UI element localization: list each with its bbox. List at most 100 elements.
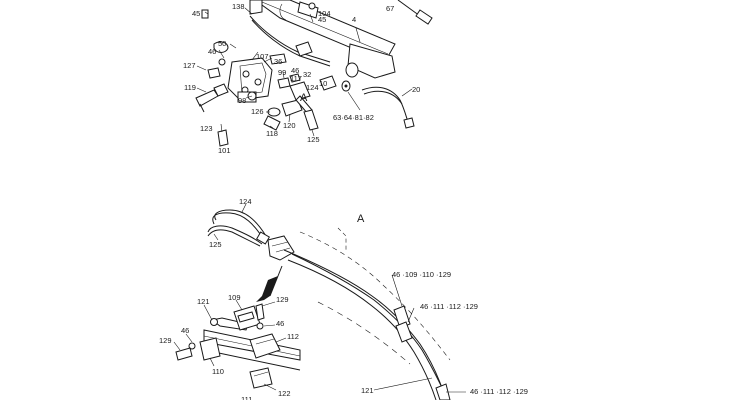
bolt-129-right: [255, 303, 265, 321]
cylinder-ring: [279, 3, 287, 21]
fitting-36: [269, 53, 287, 65]
label-4: 4: [352, 15, 356, 24]
bottom-labels: 124 125 A 46 ·109 ·110 ·129 46 ·111 ·112…: [159, 197, 528, 400]
seal-ring-center: [344, 84, 348, 88]
clamp-block-112-detail: [255, 338, 275, 345]
pointer-arrow: [256, 276, 278, 302]
label-36: 36: [274, 57, 282, 66]
label-101: 101: [218, 146, 231, 155]
nut-46b: [289, 73, 301, 83]
label-112: 112: [287, 332, 299, 341]
main-hose-3: [291, 253, 449, 400]
pipe-20: [361, 86, 409, 123]
label-45-top: 45: [192, 9, 200, 18]
label-46-109-110-129: 46 ·109 ·110 ·129: [392, 270, 451, 279]
label-129-left: 129: [159, 336, 172, 345]
pipe-20-outer: [363, 90, 403, 105]
label-123: 123: [200, 124, 213, 133]
bolt-127: [207, 67, 221, 79]
reference-curve-1: [299, 231, 451, 361]
cylinder-end-cap: [347, 43, 396, 79]
label-67: 67: [386, 4, 394, 13]
label-99: 99: [278, 68, 286, 77]
connector-10: [319, 75, 337, 91]
bolt-67-line: [397, 0, 421, 17]
bolt-45-top: [201, 9, 209, 19]
elbow-119-pipe: [199, 103, 205, 113]
valve-port-2: [254, 78, 262, 86]
label-125-top: 125: [307, 135, 320, 144]
label-110: 110: [212, 367, 224, 376]
bolt-67: [415, 9, 433, 25]
main-hose-2: [287, 259, 437, 400]
fitting-117: [289, 81, 311, 101]
fitting-125: [303, 109, 319, 131]
cylinder-top-fitting: [249, 0, 263, 15]
label-111: 111: [241, 395, 252, 400]
cylinder-rod-end: [345, 62, 359, 78]
pointer-arrow-shaft: [269, 265, 283, 297]
label-98: 98: [238, 96, 246, 105]
fitting-32: [295, 41, 313, 57]
cylinder-highlight: [261, 1, 389, 55]
valve-port-1: [242, 70, 250, 78]
reference-curve-2: [317, 301, 411, 365]
label-138: 138: [232, 2, 245, 11]
block-122-detail: [253, 371, 269, 377]
label-124-bottom: 124: [239, 197, 252, 206]
label-46-left-bottom: 46: [181, 326, 189, 335]
label-117: 117: [290, 74, 302, 83]
part-99: [277, 77, 291, 89]
clamp-lower: [435, 383, 451, 400]
clamp-mid: [395, 321, 413, 343]
label-20: 20: [412, 85, 420, 94]
pipe-125: [207, 225, 263, 245]
label-129-right: 129: [276, 295, 289, 304]
clamp-block-112: [249, 333, 281, 359]
fitting-cluster-detail: [271, 241, 291, 253]
pipe-124-outer: [212, 212, 265, 241]
label-A-top: A: [300, 92, 308, 104]
top-assembly: [195, 0, 433, 147]
elbow-119-nut: [213, 83, 229, 97]
block-122: [249, 367, 273, 389]
label-32: 32: [303, 70, 311, 79]
bottom-assembly: [175, 209, 451, 400]
clamp-110: [199, 337, 221, 361]
part-118: [263, 115, 281, 131]
label-121-left: 121: [197, 297, 210, 306]
fitting-cluster: [267, 235, 295, 261]
label-46-left: 46: [208, 47, 216, 56]
main-hose-1: [283, 249, 447, 400]
label-121-bottom: 121: [361, 386, 374, 395]
valve-block: [227, 57, 273, 101]
label-124-top: 124: [306, 83, 319, 92]
washer-46: [218, 58, 226, 66]
label-109: 109: [228, 293, 241, 302]
label-126: 126: [251, 107, 264, 116]
label-46-111-112-129-upper: 46 ·111 ·112 ·129: [420, 302, 478, 311]
ring-50: [213, 41, 229, 53]
label-50: 50: [218, 39, 226, 48]
bolt-121-head: [210, 318, 218, 326]
label-107: 107: [256, 52, 269, 61]
clamp-109-top: [237, 311, 255, 323]
label-125-bottom: 125: [209, 240, 222, 249]
top-leader-lines: [196, 7, 413, 137]
pipe-125-end: [255, 231, 271, 245]
bolt-101: [217, 129, 229, 147]
top-labels: 45 138 104 67 45 4 50 46 107 36 127 99 3…: [183, 2, 420, 155]
pipe-20-end: [403, 117, 415, 129]
reference-line-A: [337, 227, 347, 252]
label-46-111-112-129-lower: 46 ·111 ·112 ·129: [470, 387, 528, 396]
label-10: 10: [319, 79, 327, 88]
elbow-119: [195, 89, 219, 107]
label-46-right: 46: [276, 319, 284, 328]
bolt-104: [308, 2, 316, 10]
part-120: [281, 99, 303, 117]
label-120: 120: [283, 121, 296, 130]
bottom-leader-lines: [173, 203, 466, 393]
pipe-125-outer: [207, 229, 261, 247]
